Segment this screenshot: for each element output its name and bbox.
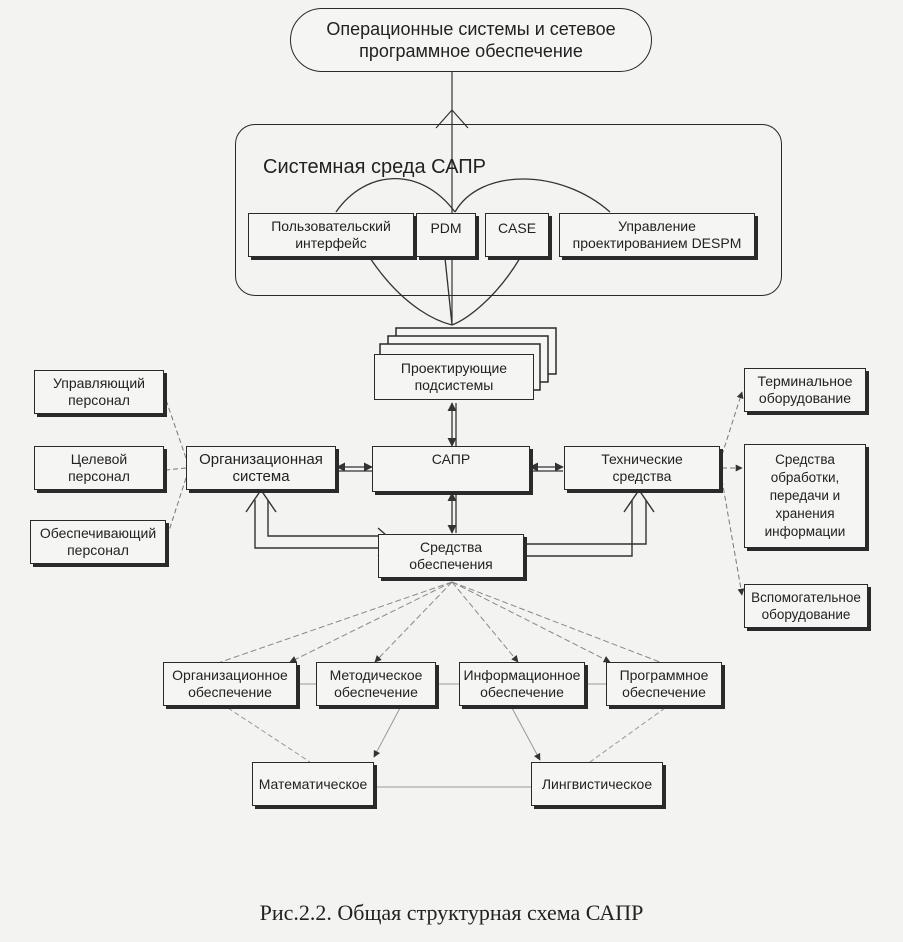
technical-means: Технические средства <box>564 446 720 490</box>
support-linguistic: Лингвистическое <box>531 762 663 806</box>
equipment-processing: Средства обработки, передачи и хранения … <box>744 444 866 548</box>
figure-caption: Рис.2.2. Общая структурная схема САПР <box>259 900 644 925</box>
system-environment-frame <box>235 124 782 296</box>
system-environment-title: Системная среда САПР <box>263 156 486 178</box>
sapr-core: САПР <box>372 446 530 492</box>
support-organizational: Организационное обеспечение <box>163 662 297 706</box>
support-methodical: Методическое обеспечение <box>316 662 436 706</box>
equipment-terminal: Терминальное оборудование <box>744 368 866 412</box>
organization-system: Организационная система <box>186 446 336 490</box>
sub-support-links <box>227 683 666 788</box>
personnel-target: Целевой персонал <box>34 446 164 490</box>
means-of-support: Средства обеспечения <box>378 534 524 578</box>
personnel-managing: Управляющий персонал <box>34 370 164 414</box>
sapr-links <box>336 402 564 534</box>
env-pdm: PDM <box>416 213 476 257</box>
os-network-software: Операционные системы и сетевое программн… <box>290 8 652 72</box>
design-subsystems: Проектирующие подсистемы <box>374 354 534 400</box>
support-fan <box>214 581 666 665</box>
personnel-links <box>165 399 187 541</box>
personnel-support: Обеспечивающий персонал <box>30 520 166 564</box>
support-mathematical: Математическое <box>252 762 374 806</box>
connector-os-to-env <box>435 70 469 325</box>
env-user-interface: Пользовательский интерфейс <box>248 213 414 257</box>
equipment-auxiliary: Вспомогательное оборудование <box>744 584 868 628</box>
env-despm: Управление проектированием DESPM <box>559 213 755 257</box>
env-arcs <box>335 178 611 326</box>
means-arrows <box>245 488 655 565</box>
support-software: Программное обеспечение <box>606 662 722 706</box>
equipment-links <box>721 391 745 596</box>
env-case: CASE <box>485 213 549 257</box>
support-informational: Информационное обеспечение <box>459 662 585 706</box>
